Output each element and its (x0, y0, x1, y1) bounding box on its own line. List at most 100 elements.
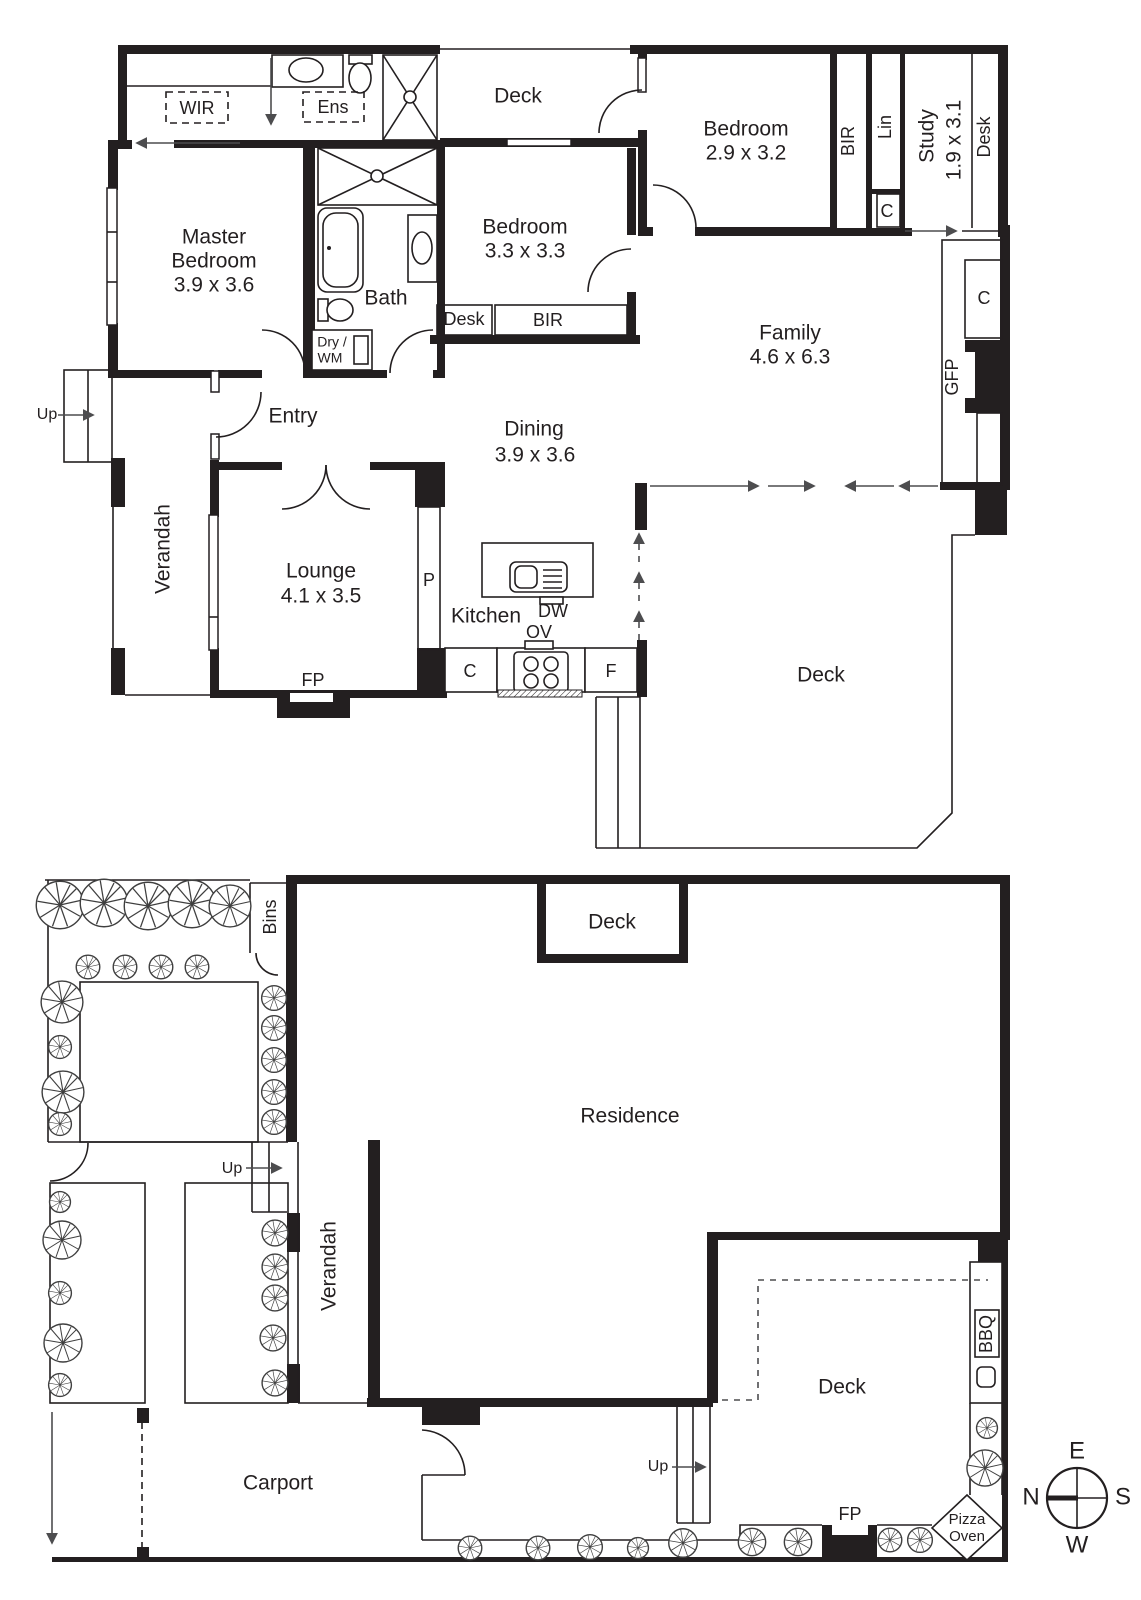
label-up-front: Up (222, 1160, 243, 1177)
room-label-residence: Residence (580, 1105, 679, 1128)
cooktop-icon (513, 651, 569, 693)
cupboard-box (876, 193, 901, 228)
upper-plan-arrows (58, 58, 958, 640)
compass-icon (1045, 1466, 1109, 1530)
basin-icon (411, 231, 433, 265)
family-joinery (941, 239, 1007, 486)
desk-box (436, 304, 493, 336)
label-c-family: C (978, 288, 991, 308)
bbq-box (974, 1309, 1000, 1358)
room-label-lounge: Lounge (286, 560, 356, 583)
room-dims-lounge: 4.1 x 3.5 (281, 585, 362, 608)
kitchen-fixtures (444, 542, 638, 698)
cupboard-box (964, 259, 1003, 339)
label-up-rear: Up (648, 1458, 669, 1475)
stairs-up (63, 369, 113, 463)
front-steps (251, 1142, 287, 1213)
room-dims-master: 3.9 x 3.6 (174, 274, 255, 297)
gate-arc (49, 1142, 89, 1182)
bins-enclosure (249, 882, 288, 953)
joinery-boxes (165, 91, 901, 336)
label-up-stairs: Up (37, 406, 58, 423)
room-label-ens: Ens (317, 97, 348, 117)
oven-tab (524, 640, 554, 650)
basin-icon (288, 57, 324, 83)
fridge-box (584, 647, 638, 693)
room-label-verandah: Verandah (152, 504, 175, 594)
room-label-kitchen: Kitchen (451, 605, 521, 628)
room-label-wir: WIR (180, 98, 215, 118)
bir-box (494, 304, 628, 336)
label-desk-study: Desk (974, 115, 994, 157)
room-label-deck-lower: Deck (797, 664, 845, 687)
bathroom-fixtures (311, 147, 438, 371)
lawn-area (184, 1182, 289, 1404)
pizza-oven-icon (930, 1493, 1004, 1562)
sink-bowl (514, 565, 538, 589)
room-label-bedroom3: Bedroom (482, 216, 567, 239)
room-label-bedroom2: Bedroom (703, 118, 788, 141)
room-dims-dining: 3.9 x 3.6 (495, 444, 576, 467)
room-label-bath: Bath (364, 287, 407, 310)
carport-door-arc (421, 1429, 466, 1476)
bbq-sink (976, 1366, 996, 1388)
upper-plan-outlines (112, 48, 998, 696)
fireplace-hearth (832, 1525, 868, 1535)
label-fridge: F (606, 661, 617, 681)
room-label-deck-site-top: Deck (588, 911, 636, 934)
room-label-master-2: Bedroom (171, 250, 256, 273)
label-desk-small: Desk (443, 309, 485, 329)
ens-dashed-box (302, 91, 365, 123)
room-label-deck-top: Deck (494, 85, 542, 108)
wir-dashed-box (165, 91, 229, 124)
room-label-study: Study (916, 109, 939, 163)
compass-s: S (1115, 1483, 1131, 1510)
upper-plan-walls (108, 45, 1010, 718)
label-bbq: BBQ (976, 1315, 996, 1353)
toilet-icon (326, 298, 354, 322)
site-plan-outlines (45, 879, 1004, 1562)
door-arcs (215, 89, 697, 510)
room-label-verandah-site: Verandah (318, 1221, 341, 1311)
label-bir-right: BIR (838, 126, 858, 156)
room-label-entry: Entry (268, 405, 318, 428)
ensuite-fixtures (271, 54, 438, 141)
room-dims-bedroom2: 2.9 x 3.2 (706, 142, 787, 165)
upper-floor-plan: WIR Ens Deck Bedroom 2.9 x 3.2 BIR Lin C… (37, 45, 1010, 849)
label-pizza-oven-1: Pizza (949, 1511, 986, 1528)
room-label-dining: Dining (504, 418, 564, 441)
label-fp-lounge: FP (301, 670, 324, 690)
fireplace-hearth (290, 693, 333, 702)
label-dw: DW (538, 601, 568, 621)
compass-n: N (1022, 1483, 1039, 1510)
label-bins: Bins (260, 899, 280, 934)
toilet-icon (348, 62, 372, 94)
site-plan-arrows (46, 1162, 707, 1545)
room-label-deck-rear: Deck (818, 1376, 866, 1399)
deck-steps (676, 1405, 711, 1524)
bins-gate-arc (255, 952, 279, 976)
room-label-family: Family (759, 322, 821, 345)
shower-icon (317, 147, 438, 206)
drainer-lines (543, 569, 562, 589)
shower-icon (382, 54, 438, 141)
washing-machine-icon (353, 335, 369, 365)
upper-deck-outline (595, 534, 975, 849)
label-pantry: P (423, 570, 435, 590)
pergola-dashed (722, 1279, 988, 1401)
lawn-area (79, 981, 259, 1143)
bathtub-inner (322, 212, 359, 288)
room-label-master-1: Master (182, 226, 246, 249)
room-dims-family: 4.6 x 6.3 (750, 346, 831, 369)
label-dry-wm-2: WM (318, 350, 343, 366)
side-bed (969, 1403, 1003, 1495)
label-bir-mid: BIR (533, 310, 563, 330)
label-fp-site: FP (838, 1504, 861, 1524)
room-label-carport: Carport (243, 1472, 313, 1495)
label-pizza-oven-2: Oven (949, 1528, 985, 1545)
gas-fireplace-opening (965, 352, 975, 398)
label-gfp: GFP (942, 358, 962, 395)
dishwasher-tab (539, 596, 564, 605)
